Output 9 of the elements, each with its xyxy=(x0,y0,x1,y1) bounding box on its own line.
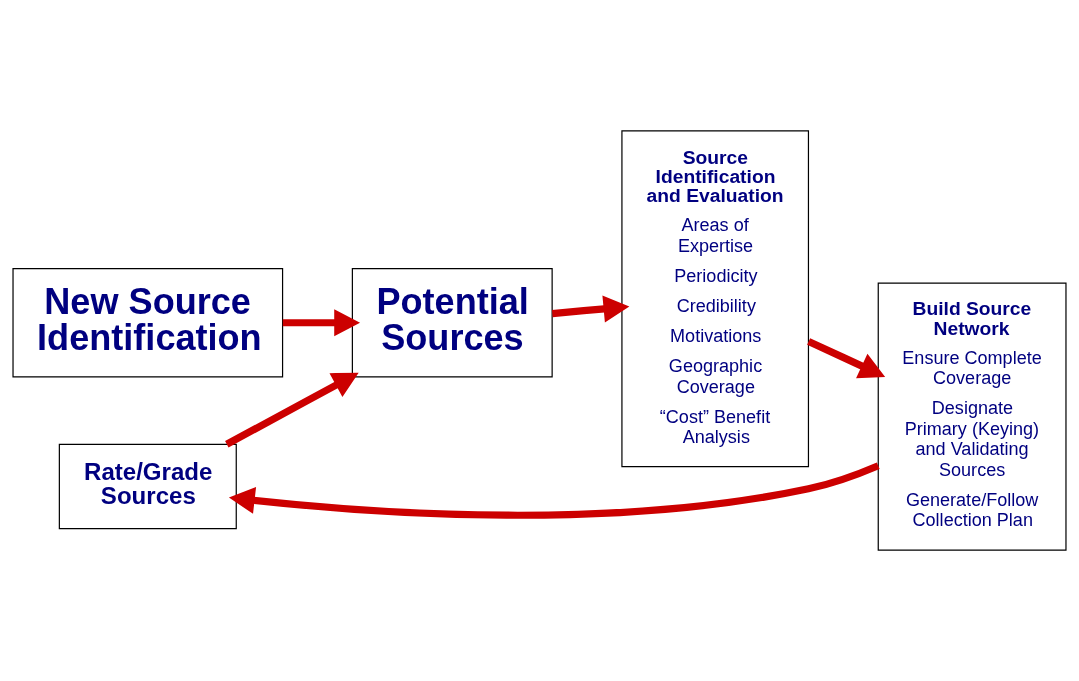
node-box: New Source Identification xyxy=(12,268,284,378)
arrow xyxy=(225,372,359,448)
node-box: Source Identification and Evaluation Areas of Expertise Periodicity Credibility Motivations Geographic Coverage “Cost” Benefit Analysis xyxy=(621,130,810,468)
arrow xyxy=(228,462,880,519)
node-box: Potential Sources xyxy=(351,268,553,378)
arrow xyxy=(282,309,361,337)
arrow xyxy=(807,338,886,379)
node-box: Rate/Grade Sources xyxy=(58,443,237,530)
node-box: Build Source Network Ensure Complete Coverage Designate Primary (Keying) and Validating Sources Generate/Follow Collection Plan xyxy=(877,282,1067,551)
